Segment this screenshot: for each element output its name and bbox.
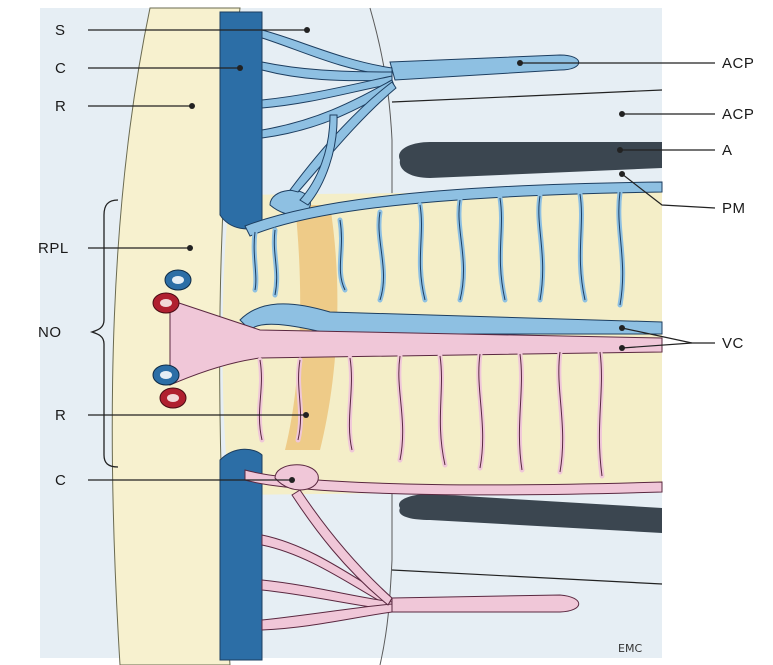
label-r-bottom: R [55,407,66,424]
label-c-bottom: C [55,472,66,489]
label-no: NO [38,324,62,341]
top-blue-column [220,12,262,229]
label-vc: VC [722,335,744,352]
label-acp-2: ACP [722,106,754,123]
label-a: A [722,142,733,159]
red-vessel-lumen-top [160,299,172,307]
blue-vessel-lumen-bottom [160,371,172,379]
label-pm: PM [722,200,746,217]
label-rpl: RPL [38,240,69,257]
label-acp-1: ACP [722,55,754,72]
label-r-top: R [55,98,66,115]
label-s: S [55,22,66,39]
blue-vessel-lumen-top [172,276,184,284]
label-c-top: C [55,60,66,77]
red-vessel-lumen-bottom [167,394,179,402]
watermark-emc: EMC [618,642,642,655]
